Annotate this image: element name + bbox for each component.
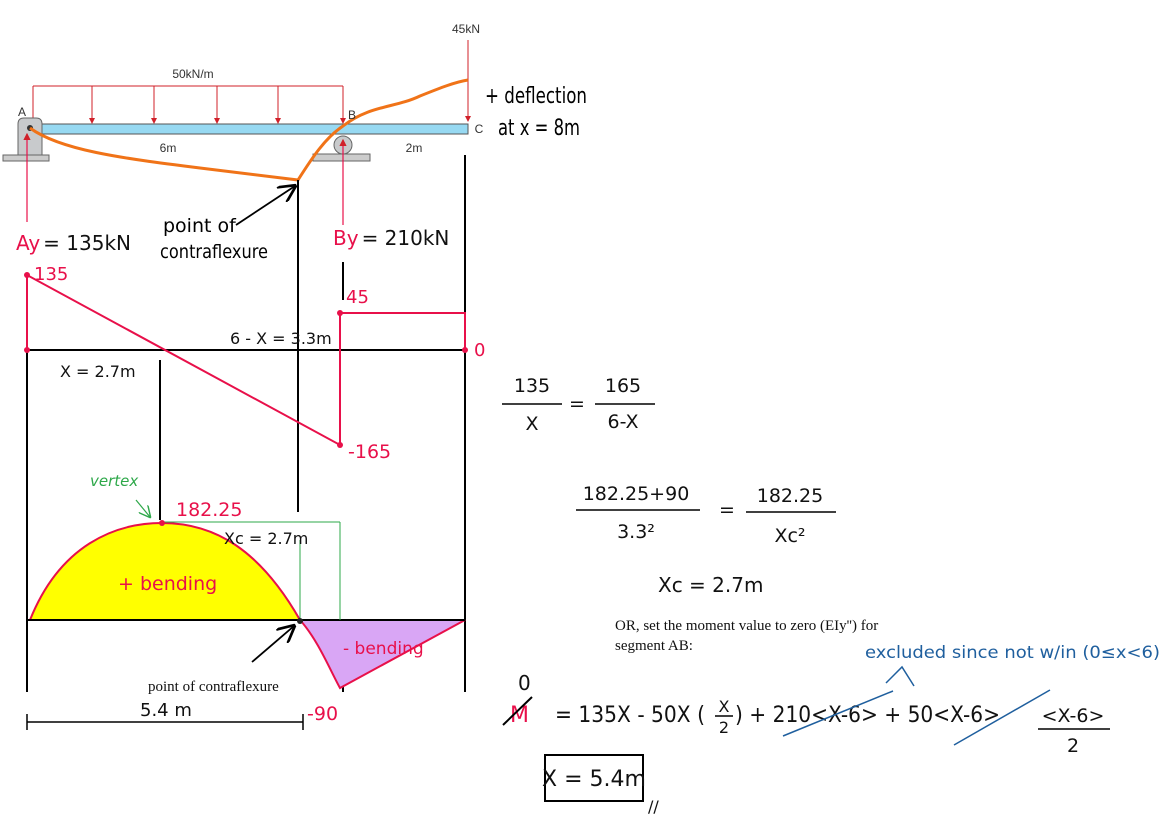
eq1-den-left: X	[525, 413, 538, 435]
bmd-contraflexure-arrow	[251, 626, 294, 663]
eq1-equals: =	[569, 393, 585, 415]
dimension-label: 5.4 m	[140, 700, 192, 721]
label-c: C	[475, 122, 484, 136]
or-text-2: segment AB:	[615, 638, 693, 654]
roller-support-b	[312, 135, 371, 162]
contraflexure-label-2: contraflexure	[160, 241, 268, 263]
moment-eq-c-num: <X-6>	[1042, 705, 1105, 727]
reaction-b-value: = 210kN	[362, 226, 450, 250]
label-b: B	[348, 108, 356, 122]
final-answer: X = 5.4m	[542, 767, 646, 792]
xc-result: Xc = 2.7m	[658, 573, 763, 597]
negative-bending-label: - bending	[343, 639, 424, 659]
deflection-note-1: + deflection	[485, 84, 587, 109]
equation-2: 182.25+90 3.3² = 182.25 Xc²	[576, 483, 836, 547]
strike-1	[782, 690, 894, 737]
equation-1: 135 X = 165 6-X	[502, 375, 655, 435]
deflection-note-2: at x = 8m	[498, 116, 580, 141]
xc-label: Xc = 2.7m	[224, 529, 308, 548]
eq1-num-right: 165	[605, 375, 641, 397]
contraflexure-arrow	[235, 186, 295, 226]
sfd-curve	[26, 273, 466, 447]
moment-eq-c-den: 2	[1067, 735, 1079, 757]
deflection-curve	[29, 78, 469, 182]
final-mark: //	[648, 797, 659, 816]
eq2-num-right: 182.25	[757, 485, 823, 507]
svg-text:Ay= 135kN: Ay= 135kN	[16, 231, 131, 255]
x-label: X = 2.7m	[60, 362, 136, 381]
shear-minus-165: -165	[348, 441, 391, 463]
shear-45: 45	[346, 287, 369, 308]
point-load-label: 45kN	[452, 22, 480, 36]
eq2-num-left: 182.25+90	[583, 483, 690, 505]
span-bc: 2m	[406, 141, 423, 155]
span-ab: 6m	[160, 141, 177, 155]
eq2-equals: =	[719, 499, 735, 521]
label-a: A	[18, 105, 26, 119]
bmd-contraflexure-label: point of contraflexure	[148, 679, 279, 695]
m-crossed: M	[510, 703, 529, 728]
or-text-1: OR, set the moment value to zero (EIy'')…	[615, 618, 878, 634]
final-answer-box	[544, 754, 644, 802]
moment-eq-part-b: ) + 210<X-6> + 50<X-6>	[735, 703, 1000, 728]
reaction-a-symbol: Ay	[16, 231, 40, 255]
udl-label: 50kN/m	[172, 67, 213, 81]
dimension-line	[26, 714, 304, 730]
moment-max: 182.25	[176, 499, 242, 521]
moment-equation: 0 M = 135X - 50X ( X 2 ) + 210<X-6> + 50…	[502, 671, 1110, 757]
eq1-num-left: 135	[514, 375, 550, 397]
beam	[29, 123, 469, 135]
contraflexure-label-1: point of	[163, 215, 237, 237]
strike-2	[953, 689, 1051, 746]
vertex-arrow	[135, 499, 150, 517]
moment-eq-part-a: = 135X - 50X (	[555, 703, 705, 728]
moment-eq-frac-den: 2	[719, 718, 729, 737]
six-minus-x-label: 6 - X = 3.3m	[230, 329, 332, 348]
distributed-load	[30, 85, 346, 124]
moment-min: -90	[307, 703, 338, 725]
vertex-label: vertex	[90, 472, 138, 490]
xc-guides	[162, 521, 341, 620]
positive-bending-label: + bending	[118, 573, 217, 595]
excluded-brace	[885, 665, 915, 687]
pin-support-a	[2, 117, 50, 162]
eq1-den-right: 6-X	[607, 411, 638, 433]
reaction-a-value: = 135kN	[43, 231, 131, 255]
eq2-den-left: 3.3²	[617, 521, 655, 543]
moment-eq-frac-num: X	[719, 697, 730, 716]
m-zero: 0	[518, 671, 531, 695]
shear-135: 135	[34, 264, 68, 285]
negative-moment-area	[297, 619, 466, 690]
excluded-note: excluded since not w/in (0≤x<6)	[865, 643, 1160, 663]
reaction-b-symbol: By	[333, 226, 359, 250]
svg-text:By= 210kN: By= 210kN	[333, 226, 449, 250]
eq2-den-right: Xc²	[774, 525, 805, 547]
shear-0: 0	[474, 340, 485, 361]
